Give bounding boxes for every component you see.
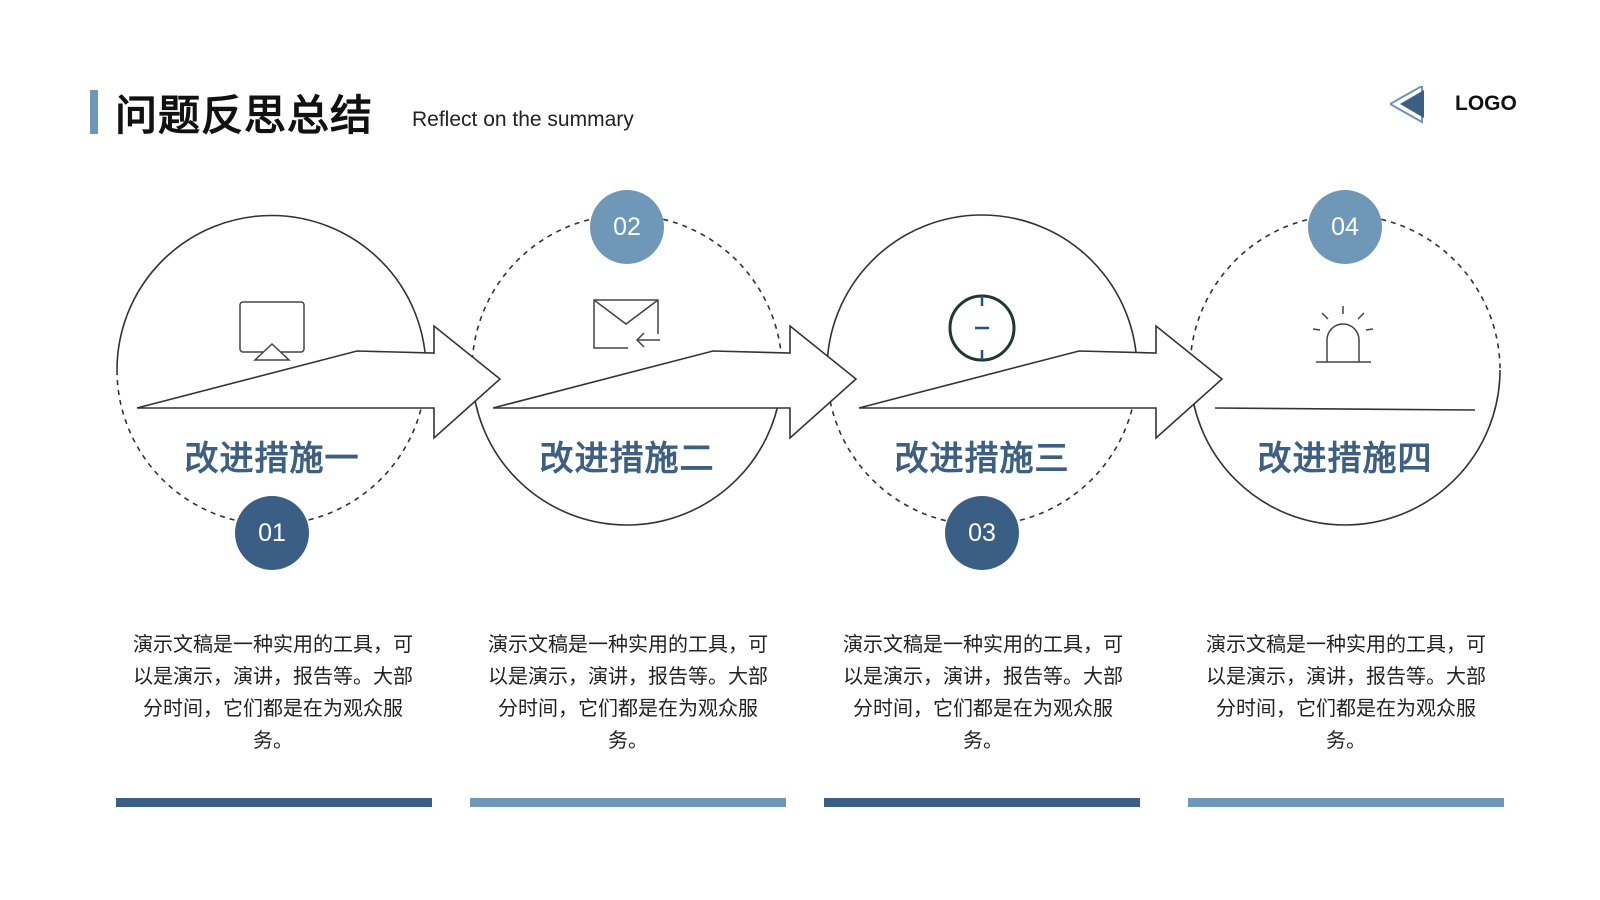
step-4-title: 改进措施四 [1257, 439, 1433, 479]
step-3-underline [824, 798, 1140, 807]
airplay-icon [239, 301, 305, 361]
step-1-description: 演示文稿是一种实用的工具，可以是演示，演讲，报告等。大部分时间，它们都是在为观众… [133, 632, 413, 752]
timer-icon [948, 294, 1016, 362]
circle-2-solid [471, 369, 783, 526]
step-1-underline [116, 798, 432, 807]
arrow-3 [858, 324, 1224, 440]
step-2-title: 改进措施二 [539, 439, 715, 479]
logo-text: LOGO [1455, 92, 1517, 115]
step-1-title: 改进措施一 [184, 439, 360, 479]
arrow-2 [492, 324, 858, 440]
step-3-title: 改进措施三 [894, 439, 1070, 479]
page-subtitle: Reflect on the summary [412, 108, 634, 131]
step-2-number-badge: 02 [590, 190, 664, 264]
arrow-1 [136, 324, 502, 440]
base-line-4 [1214, 407, 1476, 411]
circle-4-solid [1189, 369, 1501, 526]
step-3-number-badge: 03 [945, 496, 1019, 570]
alarm-light-icon [1312, 306, 1374, 363]
step-4-description: 演示文稿是一种实用的工具，可以是演示，演讲，报告等。大部分时间，它们都是在为观众… [1206, 632, 1486, 752]
step-3-description: 演示文稿是一种实用的工具，可以是演示，演讲，报告等。大部分时间，它们都是在为观众… [843, 632, 1123, 752]
step-2-description: 演示文稿是一种实用的工具，可以是演示，演讲，报告等。大部分时间，它们都是在为观众… [488, 632, 768, 752]
step-4-number-badge: 04 [1308, 190, 1382, 264]
circle-1-solid [116, 214, 427, 371]
mail-reply-icon [593, 299, 660, 349]
arrow-left-icon [1390, 86, 1424, 124]
circle-3-solid [826, 214, 1138, 371]
step-2-underline [470, 798, 786, 807]
title-accent-bar [90, 90, 98, 134]
step-4-underline [1188, 798, 1504, 807]
page-title: 问题反思总结 [115, 91, 374, 140]
step-1-number-badge: 01 [235, 496, 309, 570]
